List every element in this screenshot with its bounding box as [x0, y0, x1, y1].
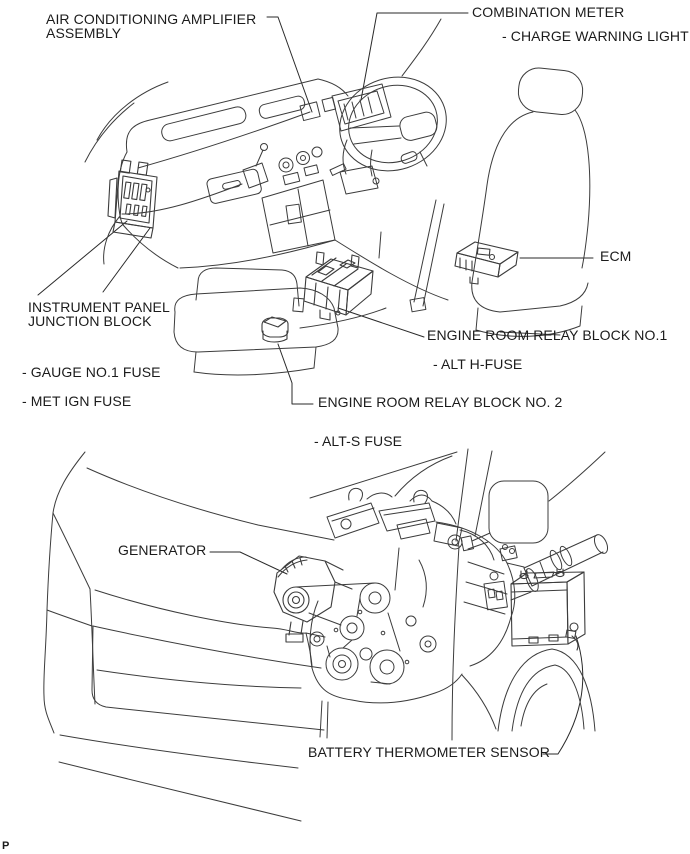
battery-thermometer-sensor-drawing: [565, 622, 579, 651]
label-combination-meter: COMBINATION METER: [472, 4, 625, 20]
combination-meter-cluster: [331, 83, 392, 132]
junction-block: [107, 159, 158, 239]
label-engine-room-relay-block-no2: ENGINE ROOM RELAY BLOCK NO. 2: [318, 394, 563, 410]
interior-leader-lines: [37, 12, 594, 405]
label-met-ign-fuse: - MET IGN FUSE: [22, 393, 132, 409]
label-battery-thermometer-sensor: BATTERY THERMOMETER SENSOR: [308, 744, 550, 760]
label-gauge-no1-fuse: - GAUGE NO.1 FUSE: [22, 364, 161, 380]
left-seat: [173, 267, 339, 376]
label-ecm: ECM: [600, 248, 632, 264]
generator-drawing: [273, 555, 353, 643]
interior-illustration: [37, 12, 594, 405]
label-instrument-panel-junction-block: INSTRUMENT PANEL JUNCTION BLOCK: [28, 299, 170, 329]
ac-amplifier-box: [299, 96, 337, 122]
label-alt-h-fuse: - ALT H-FUSE: [433, 356, 523, 372]
relay-block-1: [303, 251, 374, 321]
side-mirror: [460, 480, 549, 552]
relay-block-2: [261, 316, 289, 343]
ecm-box: [454, 241, 519, 285]
label-charge-warning-light: - CHARGE WARNING LIGHT: [502, 28, 689, 44]
battery-drawing: [510, 568, 586, 647]
engine-leader-lines: [209, 551, 584, 755]
page-marker: P: [2, 840, 10, 852]
label-generator: GENERATOR: [118, 542, 207, 558]
engine-illustration: [43, 448, 609, 822]
right-seat: [471, 67, 591, 337]
steering-wheel: [329, 76, 447, 195]
label-engine-room-relay-block-no1: ENGINE ROOM RELAY BLOCK NO.1: [427, 327, 668, 343]
label-ac-amplifier: AIR CONDITIONING AMPLIFIER ASSEMBLY: [46, 11, 257, 41]
label-alt-s-fuse: - ALT-S FUSE: [314, 433, 403, 449]
